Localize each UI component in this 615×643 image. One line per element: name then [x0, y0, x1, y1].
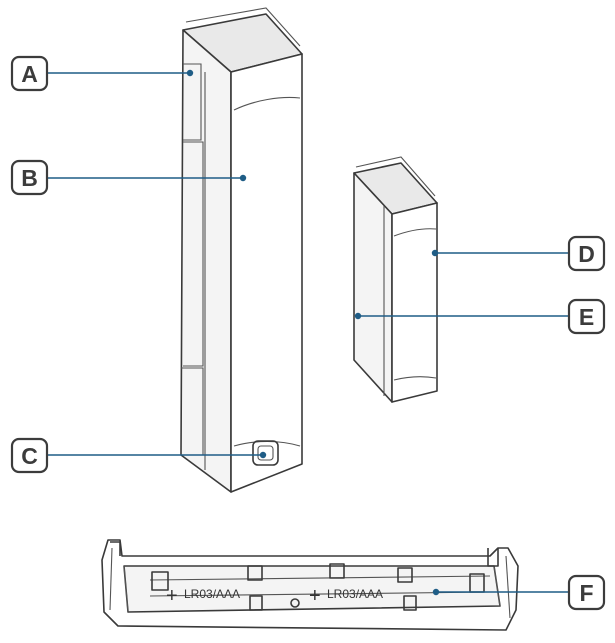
- callout-f-label: F: [579, 580, 593, 606]
- callout-e-label: E: [579, 304, 594, 330]
- battery-compartment: + LR03/AAA + LR03/AAA: [101, 539, 519, 631]
- leader-c-dot: [259, 451, 267, 459]
- battery-label-left: LR03/AAA: [184, 587, 240, 601]
- battery-label-right: LR03/AAA: [327, 587, 383, 601]
- magnet-unit: [353, 156, 438, 403]
- leader-lines: [48, 69, 568, 596]
- leader-f-dot: [432, 588, 440, 596]
- button-icon: [252, 440, 279, 466]
- callout-b: B: [10, 159, 49, 196]
- battery-plus-mark-right: +: [309, 585, 321, 607]
- callout-d: D: [567, 235, 606, 272]
- callout-f: F: [567, 574, 606, 611]
- leader-e-dot: [354, 312, 362, 320]
- callout-a-label: A: [21, 61, 38, 87]
- main-sensor-unit: [180, 7, 303, 493]
- callout-a: A: [10, 55, 49, 92]
- battery-plus-mark-left: +: [166, 585, 178, 607]
- callout-c-label: C: [21, 443, 38, 469]
- callout-e: E: [567, 298, 606, 335]
- callout-d-label: D: [578, 241, 595, 267]
- leader-b-dot: [239, 174, 247, 182]
- leader-d-dot: [431, 249, 439, 257]
- callout-b-label: B: [21, 165, 38, 191]
- leader-a-dot: [186, 69, 194, 77]
- callout-c: C: [10, 437, 49, 474]
